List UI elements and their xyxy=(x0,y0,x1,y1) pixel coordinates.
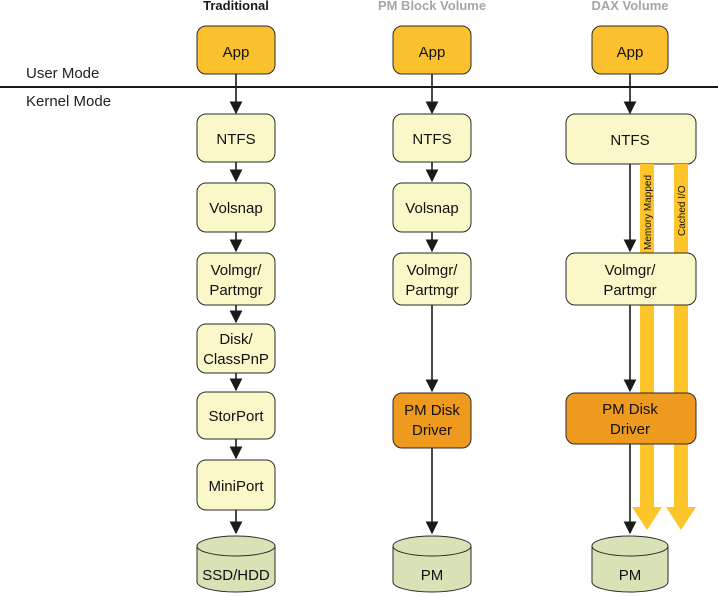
traditional-volsnap-label: Volsnap xyxy=(209,200,262,217)
traditional-storport-label: StorPort xyxy=(208,408,264,425)
dax-driver-label-line2: Driver xyxy=(610,421,650,438)
traditional-volmgr-box: Volmgr/ Partmgr xyxy=(196,252,276,306)
traditional-disk-box: Disk/ ClassPnP xyxy=(196,323,276,374)
dax-volmgr-box: Volmgr/ Partmgr xyxy=(565,252,697,306)
traditional-miniport-label: MiniPort xyxy=(208,478,264,495)
dax-ntfs-label: NTFS xyxy=(610,132,649,149)
pm-block-driver-label-line2: Driver xyxy=(412,422,452,439)
column-title-traditional: Traditional xyxy=(203,0,269,13)
dax-app-box: App xyxy=(591,25,669,75)
pm-block-app-label: App xyxy=(419,44,446,61)
traditional-miniport-box: MiniPort xyxy=(196,459,276,511)
traditional-storage-label: SSD/HDD xyxy=(202,567,270,584)
traditional-volmgr-label-line1: Volmgr/ xyxy=(211,262,263,279)
pm-block-storage-cylinder: PM xyxy=(392,535,472,593)
pm-block-volmgr-box: Volmgr/ Partmgr xyxy=(392,252,472,306)
traditional-app-box: App xyxy=(196,25,276,75)
dax-app-label: App xyxy=(617,44,644,61)
user-mode-label: User Mode xyxy=(26,65,99,82)
memory-mapped-label-bg xyxy=(640,164,654,252)
dax-storage-cylinder: PM xyxy=(591,535,669,593)
traditional-ntfs-label: NTFS xyxy=(216,131,255,148)
cached-io-label-bg xyxy=(674,164,688,252)
dax-driver-box: PM Disk Driver xyxy=(565,392,697,445)
cached-io-label: Cached I/O xyxy=(677,185,688,236)
traditional-disk-label-line1: Disk/ xyxy=(219,331,253,348)
pm-block-volsnap-box: Volsnap xyxy=(392,182,472,233)
memory-mapped-label: Memory Mapped xyxy=(643,175,654,250)
traditional-volmgr-label-line2: Partmgr xyxy=(209,282,262,299)
column-title-pm-block-volume: PM Block Volume xyxy=(378,0,486,13)
traditional-app-label: App xyxy=(223,44,250,61)
dax-volmgr-label-line2: Partmgr xyxy=(603,282,656,299)
column-title-dax-volume: DAX Volume xyxy=(591,0,668,13)
pm-block-volmgr-label-line2: Partmgr xyxy=(405,282,458,299)
kernel-mode-label: Kernel Mode xyxy=(26,93,111,110)
dax-storage-label: PM xyxy=(619,567,642,584)
traditional-ntfs-box: NTFS xyxy=(196,113,276,163)
pm-block-ntfs-label: NTFS xyxy=(412,131,451,148)
pm-block-volmgr-label-line1: Volmgr/ xyxy=(407,262,459,279)
dax-ntfs-box: NTFS xyxy=(565,113,697,165)
pm-block-driver-label-line1: PM Disk xyxy=(404,402,460,419)
traditional-disk-label-line2: ClassPnP xyxy=(203,351,269,368)
pm-block-driver-box: PM Disk Driver xyxy=(392,392,472,449)
dax-driver-label-line1: PM Disk xyxy=(602,401,658,418)
pm-block-volsnap-label: Volsnap xyxy=(405,200,458,217)
pm-block-app-box: App xyxy=(392,25,472,75)
pm-block-storage-label: PM xyxy=(421,567,444,584)
traditional-volsnap-box: Volsnap xyxy=(196,182,276,233)
traditional-storage-cylinder: SSD/HDD xyxy=(196,535,276,593)
pm-block-ntfs-box: NTFS xyxy=(392,113,472,163)
dax-volmgr-label-line1: Volmgr/ xyxy=(605,262,657,279)
traditional-storport-box: StorPort xyxy=(196,391,276,440)
